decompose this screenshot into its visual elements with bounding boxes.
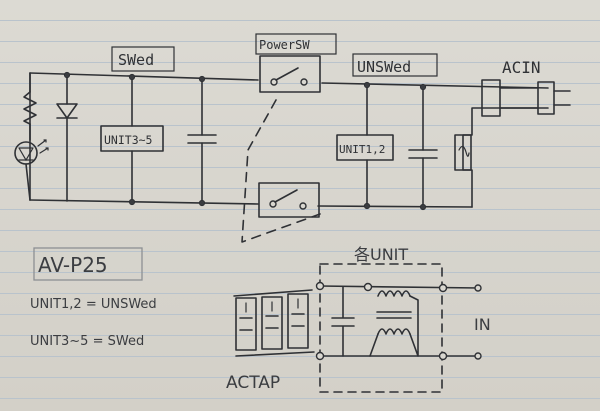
diode-branch bbox=[56, 71, 78, 202]
power-switch-bottom bbox=[258, 182, 320, 218]
capacitor-right bbox=[408, 83, 438, 211]
power-switch-top bbox=[259, 55, 321, 93]
swed-box bbox=[111, 46, 175, 72]
model-box bbox=[33, 247, 143, 281]
resistor-led-branch bbox=[14, 72, 49, 201]
fuse-and-ac-input bbox=[454, 79, 571, 208]
acin-label: ACIN bbox=[502, 58, 541, 77]
unit35-branch bbox=[100, 73, 164, 206]
capacitor-left bbox=[187, 75, 217, 207]
powersw-box bbox=[255, 33, 337, 55]
note-unit35: UNIT3~5 = SWed bbox=[30, 334, 144, 349]
each-unit-boundary bbox=[319, 263, 443, 393]
unit12-box bbox=[336, 134, 394, 161]
unswed-box bbox=[352, 53, 438, 77]
unit35-box bbox=[100, 125, 164, 152]
powersw-label: PowerSW bbox=[259, 38, 310, 52]
in-label: IN bbox=[474, 315, 491, 334]
choke-coil-bottom-icon bbox=[377, 328, 411, 335]
ac-inlet-icon bbox=[481, 79, 501, 117]
top-wire-right bbox=[321, 82, 549, 89]
filter-capacitor-icon bbox=[331, 286, 355, 357]
model-label: AV-P25 bbox=[38, 253, 108, 277]
unit12-label: UNIT1,2 bbox=[339, 143, 385, 156]
note-unit12: UNIT1,2 = UNSWed bbox=[30, 297, 157, 312]
fuse-symbol-icon bbox=[454, 134, 472, 171]
actap-symbol bbox=[233, 289, 315, 357]
actap-label: ACTAP bbox=[226, 373, 280, 393]
bottom-wire-right bbox=[317, 205, 473, 208]
ac-plug-icon bbox=[537, 81, 555, 115]
each-unit-label: 各UNIT bbox=[354, 245, 408, 264]
unswed-label: UNSWed bbox=[357, 58, 411, 76]
outlet-2-icon bbox=[261, 296, 283, 350]
unit12-branch bbox=[336, 81, 394, 210]
choke-coil-top-icon bbox=[377, 290, 411, 297]
outlet-1-icon bbox=[235, 297, 257, 351]
unit35-label: UNIT3~5 bbox=[104, 133, 152, 147]
outlet-3-icon bbox=[287, 293, 309, 349]
swed-label: SWed bbox=[118, 51, 154, 69]
each-unit-filter bbox=[315, 281, 482, 361]
switch-linkage bbox=[241, 99, 321, 243]
bottom-wire-left bbox=[29, 199, 259, 205]
